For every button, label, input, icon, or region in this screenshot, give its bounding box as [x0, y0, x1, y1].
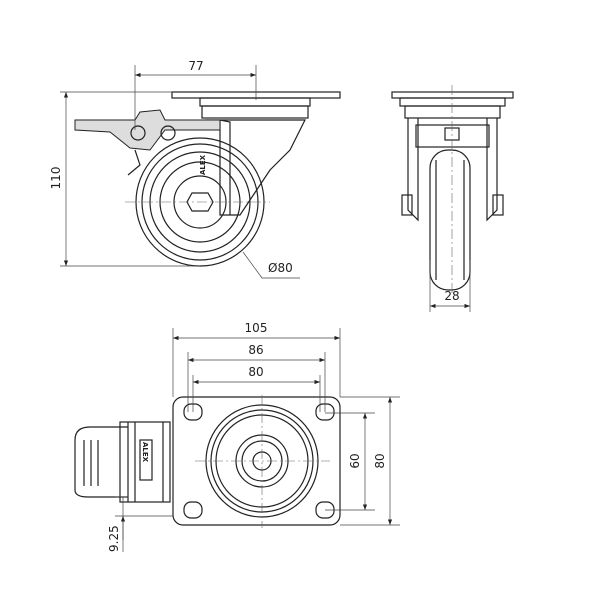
dim-86: 86: [248, 343, 263, 357]
brake-pedal-top: ALEX: [74, 421, 171, 503]
dim-28: 28: [444, 289, 459, 303]
dim-diameter-80: Ø80: [268, 261, 293, 275]
top-view: ALEX 105 86 80 60 80 9.25: [74, 321, 400, 552]
dim-80-horizontal: 80: [248, 365, 263, 379]
dim-77: 77: [188, 59, 203, 73]
dim-80-vertical: 80: [373, 453, 387, 468]
wheel-front: [429, 149, 471, 291]
dim-105: 105: [245, 321, 268, 335]
brand-label-top: ALEX: [141, 442, 149, 463]
dim-110: 110: [49, 167, 63, 190]
side-view: ALEX 77 110 Ø80: [49, 59, 341, 279]
brand-label-side: ALEX: [199, 154, 207, 175]
dim-60: 60: [348, 453, 362, 468]
mounting-plate: [172, 396, 341, 526]
front-view: 28: [391, 85, 514, 312]
brake-lever: [74, 109, 221, 176]
dim-9-25: 9.25: [107, 525, 121, 552]
